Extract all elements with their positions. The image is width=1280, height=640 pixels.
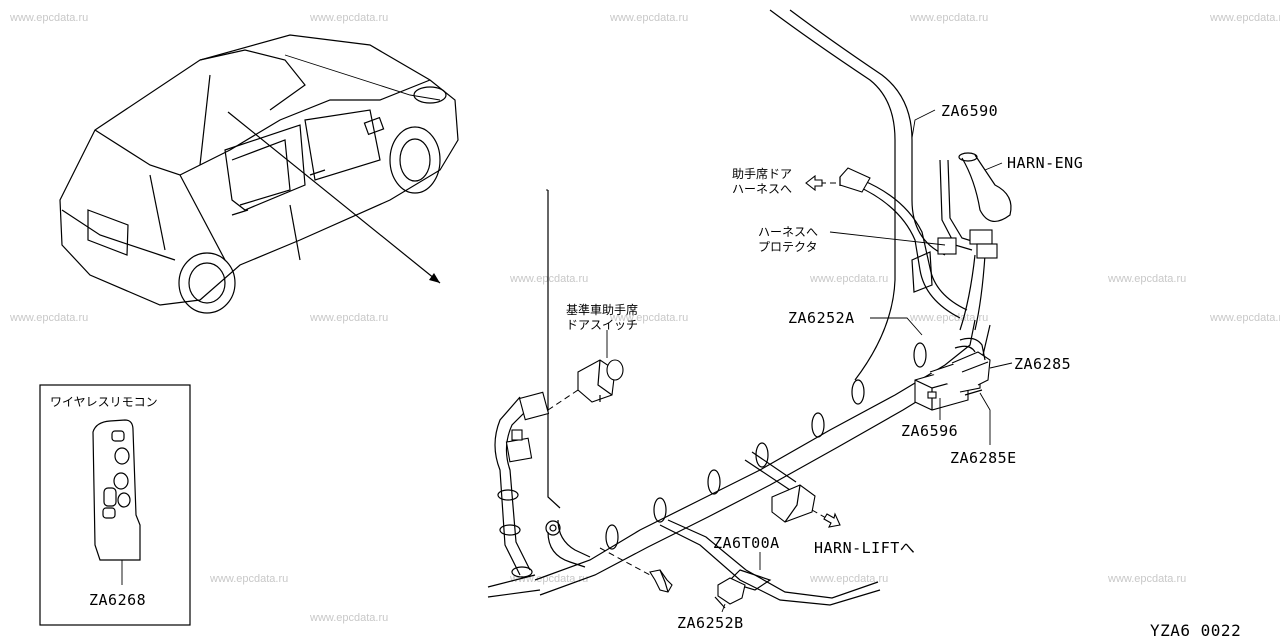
watermark: www.epcdata.ru: [809, 273, 888, 285]
label-door-switch-2: ドアスイッチ: [566, 318, 638, 332]
part-code-za6252a: ZA6252A: [788, 309, 855, 327]
connector-icon: [518, 391, 550, 421]
connector-icon: [976, 243, 998, 259]
connector-icon: [839, 167, 871, 193]
leader-line: [989, 362, 1013, 369]
main-harness: [487, 319, 991, 606]
location-arrow: [227, 111, 441, 284]
watermark: www.epcdata.ru: [1107, 273, 1186, 285]
label-door-switch-1: 基準車助手席: [566, 302, 638, 317]
part-code-za6252b: ZA6252B: [677, 614, 744, 632]
watermark: www.epcdata.ru: [909, 12, 988, 24]
dashed-leader: [547, 389, 579, 411]
part-code-za6285e: ZA6285E: [950, 449, 1017, 467]
label-harness-protector-2: プロテクタ: [758, 240, 818, 254]
part-code-za6285: ZA6285: [1014, 355, 1071, 373]
car-outline-icon: [59, 34, 459, 314]
watermark: www.epcdata.ru: [1107, 573, 1186, 585]
watermark: www.epcdata.ru: [909, 312, 988, 324]
inset-title: ワイヤレスリモコン: [50, 395, 158, 409]
label-harn-lift: HARN-LIFTへ: [814, 539, 915, 557]
part-code-za6590: ZA6590: [941, 102, 998, 120]
leader-line: [984, 162, 1003, 171]
body-outline: [769, 9, 946, 381]
watermark: www.epcdata.ru: [609, 312, 688, 324]
label-harn-eng: HARN-ENG: [1007, 154, 1083, 172]
watermark: www.epcdata.ru: [1209, 312, 1280, 324]
leader-line: [870, 317, 923, 336]
watermark: www.epcdata.ru: [309, 312, 388, 324]
connector-icon: [505, 437, 533, 463]
leader-line: [979, 392, 991, 445]
arrow-icon: [429, 273, 440, 283]
watermark: www.epcdata.ru: [509, 273, 588, 285]
dashed-leader: [599, 547, 651, 576]
label-passenger-door-harness-1: 助手席ドア: [732, 166, 792, 181]
connector-icon: [969, 229, 993, 245]
connector-icon: [771, 484, 816, 523]
watermark-layer: www.epcdata.ru www.epcdata.ru www.epcdat…: [9, 12, 1280, 624]
part-code-za6268: ZA6268: [89, 591, 146, 609]
upper-harness: [854, 152, 1012, 331]
arrow-icon: [823, 512, 841, 528]
connector-icon: [937, 237, 957, 255]
leader-line: [829, 231, 946, 246]
control-unit: [914, 337, 991, 411]
watermark: www.epcdata.ru: [609, 12, 688, 24]
watermark: www.epcdata.ru: [809, 573, 888, 585]
leader-line: [721, 603, 726, 613]
reference-line: [547, 190, 561, 509]
arrow-icon: [805, 174, 823, 192]
watermark: www.epcdata.ru: [1209, 12, 1280, 24]
clip-icon: [717, 577, 746, 605]
label-passenger-door-harness-2: ハーネスへ: [732, 182, 792, 196]
part-code-za6t00a: ZA6T00A: [713, 534, 780, 552]
bolt-icon: [649, 569, 673, 593]
dashed-leader: [811, 509, 827, 519]
watermark: www.epcdata.ru: [9, 312, 88, 324]
part-code-za6596: ZA6596: [901, 422, 958, 440]
connector-icon: [511, 429, 523, 441]
label-harness-protector-1: ハーネスへ: [758, 225, 818, 239]
watermark: www.epcdata.ru: [309, 12, 388, 24]
diagram-id: YZA6 0022: [1150, 621, 1241, 640]
remote-key-icon: [92, 419, 141, 561]
leader-line: [911, 109, 936, 139]
clip-icon: [726, 569, 772, 591]
watermark: www.epcdata.ru: [309, 612, 388, 624]
remote-inset: ワイヤレスリモコン ZA6268: [39, 384, 191, 626]
watermark: www.epcdata.ru: [209, 573, 288, 585]
watermark: www.epcdata.ru: [9, 12, 88, 24]
door-switch: [577, 359, 624, 403]
